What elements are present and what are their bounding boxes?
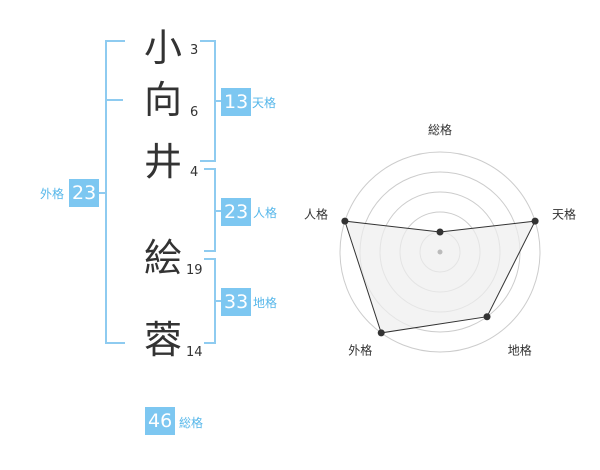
chikaku-bracket-arm	[216, 300, 222, 302]
name-char-2: 向	[143, 78, 182, 122]
radar-point-2	[531, 217, 539, 225]
stroke-count-3: 4	[190, 165, 199, 180]
soukaku-label: 総格	[179, 416, 204, 430]
jinkaku-value-badge: 23	[221, 198, 252, 226]
soukaku-value-badge: 46	[145, 407, 176, 435]
tenkaku-label: 天格	[252, 96, 277, 110]
radar-point-3	[483, 313, 491, 321]
radar-axis-label-2: 天格	[552, 206, 576, 221]
jinkaku-bracket-arm	[216, 210, 222, 212]
chikaku-value-badge: 33	[221, 288, 252, 316]
chikaku-bracket	[204, 258, 216, 344]
gaikaku-bracket-arm	[98, 192, 105, 194]
gaikaku-bracket-tick	[105, 99, 123, 101]
name-char-5: 蓉	[143, 318, 182, 362]
radar-point-5	[341, 217, 349, 225]
jinkaku-label: 人格	[253, 206, 278, 220]
radar-axis-label-3: 地格	[508, 343, 532, 358]
jinkaku-bracket	[204, 168, 216, 252]
tenkaku-bracket-arm	[216, 100, 222, 102]
radar-point-4	[377, 329, 385, 337]
gaikaku-label: 外格	[40, 187, 65, 201]
name-char-3: 井	[143, 140, 182, 184]
radar-center-dot	[437, 249, 443, 255]
stroke-count-4: 19	[186, 263, 203, 278]
name-char-1: 小	[143, 26, 182, 70]
radar-data-polygon	[344, 220, 536, 334]
radar-grid-ring-5	[339, 151, 541, 353]
gaikaku-bracket	[105, 40, 125, 344]
radar-axis-label-4: 外格	[348, 343, 372, 358]
radar-axis-label-1: 総格	[428, 122, 452, 137]
stroke-count-2: 6	[190, 105, 199, 120]
tenkaku-bracket	[200, 40, 216, 162]
chikaku-label: 地格	[253, 296, 278, 310]
stroke-count-5: 14	[186, 345, 203, 360]
tenkaku-value-badge: 13	[221, 88, 252, 116]
stroke-count-1: 3	[190, 43, 199, 58]
radar-axis-label-5: 人格	[304, 206, 328, 221]
gaikaku-value-badge: 23	[69, 179, 100, 207]
radar-point-1	[436, 228, 444, 236]
name-char-4: 絵	[143, 236, 182, 280]
